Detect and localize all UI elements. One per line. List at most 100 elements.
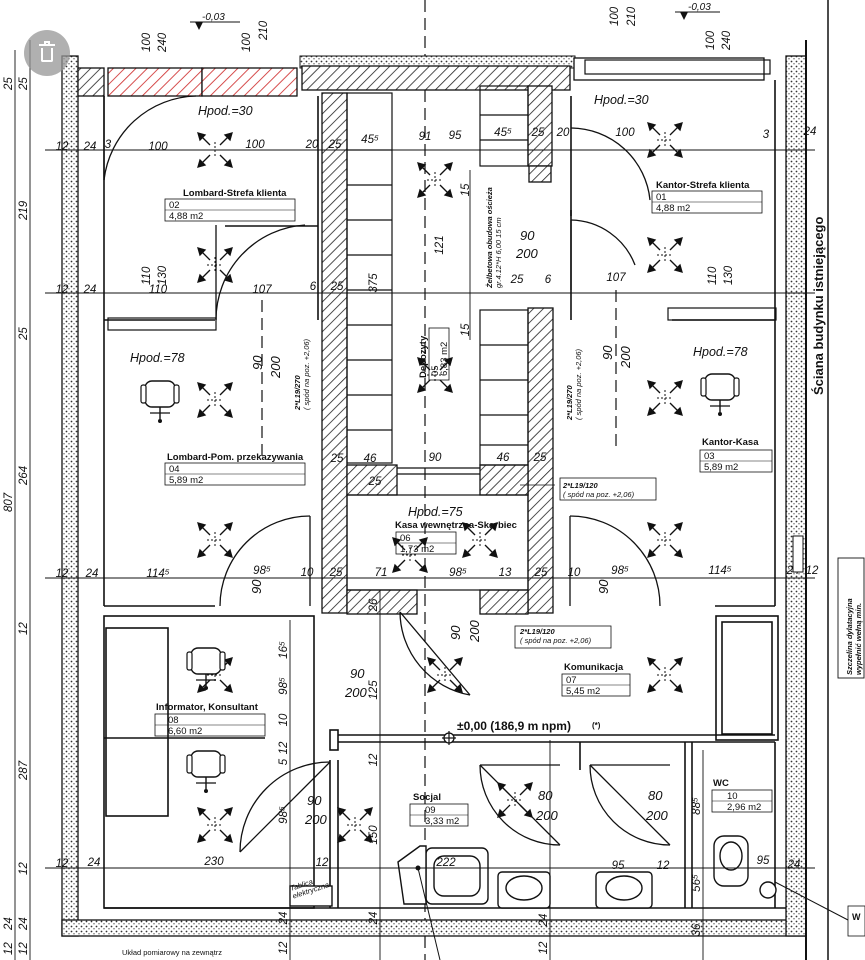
dim-label: 25 xyxy=(534,567,548,579)
dim-label: 24 xyxy=(787,859,801,871)
vdim-label: 15 xyxy=(460,323,472,336)
dimension-lines xyxy=(14,40,815,960)
hatched-walls xyxy=(77,57,765,615)
dim-label: 12 xyxy=(806,565,819,577)
room-07-name: Komunikacja xyxy=(564,662,624,673)
vdim-label: 125 xyxy=(368,680,380,700)
room-09-area: 3,33 m2 xyxy=(425,816,459,827)
dim-label: 12 xyxy=(56,141,69,153)
lintel-3-type: 2*L19/120 xyxy=(562,481,598,490)
door-9-w: 80 xyxy=(538,788,553,803)
lintel-notes: 2*L19/270 ( spód na poz. +2,06) 2*L19/27… xyxy=(293,338,657,649)
win-1-w: 100 xyxy=(141,32,153,52)
vdim-label: 12 xyxy=(278,941,290,954)
trash-icon[interactable] xyxy=(24,30,70,76)
door-dims: 90 200 90 200 90 200 90 90 90 200 90 200… xyxy=(249,228,668,827)
room-07-num: 07 xyxy=(566,675,577,686)
room-01-name: Kantor-Strefa klienta xyxy=(656,180,750,191)
dim-label: 3 xyxy=(105,139,112,151)
dim-label: 25 xyxy=(330,281,344,293)
door-6-h: 200 xyxy=(467,620,482,643)
room-08-num: 08 xyxy=(168,715,179,726)
left-dims: 25 219 25 264 287 12 12 12 24 24 12 25 8… xyxy=(3,77,30,955)
lintel-2-sub: ( spód na poz. +2,06) xyxy=(574,348,583,420)
dim-label: 110 xyxy=(149,284,168,296)
lintel-3-sub: ( spód na poz. +2,06) xyxy=(563,490,635,499)
partitions xyxy=(103,80,786,909)
vdim-label: 12 xyxy=(368,753,380,766)
vdim-label: 150 xyxy=(368,825,380,845)
vdim-label: 24 xyxy=(278,912,290,926)
left-dim-25a: 25 xyxy=(18,77,30,91)
door-1-w: 90 xyxy=(250,355,265,370)
vdim-label: 24 xyxy=(368,912,380,926)
room-10-area: 2,96 m2 xyxy=(727,802,761,813)
door-7-h: 200 xyxy=(344,685,367,700)
dim-label: 24 xyxy=(85,568,99,580)
dim-label: 71 xyxy=(375,567,388,579)
room-06-num: 06 xyxy=(400,533,411,544)
dim-label: 24 xyxy=(87,857,101,869)
dim-label: 98⁵ xyxy=(449,567,467,579)
door-6-w: 90 xyxy=(448,625,463,640)
win-1-t: 210 xyxy=(258,20,270,41)
dim-label: 25 xyxy=(533,452,547,464)
door-10-w: 80 xyxy=(648,788,663,803)
left-dim-264: 264 xyxy=(18,466,30,486)
left-dim-25b: 25 xyxy=(18,327,30,341)
vdim-label: 98⁵ xyxy=(278,677,290,695)
win-1-h: 240 xyxy=(157,32,169,53)
vdim-label: 5 xyxy=(278,758,290,765)
room-05-area: 6,83 m2 xyxy=(439,342,450,376)
win-3-h: 130 xyxy=(157,265,169,285)
door-5-w: 90 xyxy=(596,579,611,594)
vdim-label: 16⁵ xyxy=(278,641,290,659)
dim-label: 46 xyxy=(497,452,510,464)
windows xyxy=(107,59,777,331)
dim-label: 98⁵ xyxy=(253,565,271,577)
level-mark-note: (*) xyxy=(592,721,601,730)
dilatation-line-1: Szczelina dylatacyjna xyxy=(845,598,854,675)
slot-note-2: gr.4.12*H 6,00 15 cm xyxy=(494,217,503,288)
shelving xyxy=(346,85,529,591)
dim-label: 100 xyxy=(148,141,168,153)
height-label-5: Hpod.=75 xyxy=(408,505,463,519)
vdim-label: 10 xyxy=(278,713,290,726)
dim-label: 24 xyxy=(83,284,97,296)
height-label-2: Hpod.=30 xyxy=(594,93,649,107)
room-10-name: WC xyxy=(713,778,729,789)
room-03-area: 5,89 m2 xyxy=(704,462,738,473)
door-2-h: 200 xyxy=(618,346,633,369)
dim-label: 25 xyxy=(531,127,545,139)
trash-icon-lid-handle xyxy=(44,41,50,44)
room-08-name: Informator, Konsultant xyxy=(156,702,259,713)
win-1b-w: 100 xyxy=(241,32,253,52)
footnote-text: Układ pomiarowy na zewnątrz xyxy=(122,948,222,957)
dim-label: 230 xyxy=(203,856,224,868)
dim-label: 10 xyxy=(568,567,581,579)
dim-label: 25 xyxy=(330,453,344,465)
dim-label: 3 xyxy=(763,129,770,141)
room-04-name: Lombard-Pom. przekazywania xyxy=(167,452,304,463)
vdim-label: 375 xyxy=(368,273,380,293)
level-top-right: -0,03 xyxy=(688,2,711,13)
level-mark-text: ±0,00 (186,9 m npm) xyxy=(457,719,571,733)
left-dim-12b: 12 xyxy=(18,862,30,875)
room-09-name: Socjal xyxy=(413,792,441,803)
vdim-label: 12 xyxy=(278,741,290,754)
dim-label: 13 xyxy=(499,567,512,579)
dim-label: 107 xyxy=(606,272,626,284)
room-01-area: 4,88 m2 xyxy=(656,203,690,214)
window-dims: 100 240 100 210 100 210 100 240 110 130 … xyxy=(141,6,735,285)
left-dim-24b: 24 xyxy=(3,917,15,931)
dim-label: 12 xyxy=(657,860,670,872)
room-02-name: Lombard-Strefa klienta xyxy=(183,188,287,199)
room-04-num: 04 xyxy=(169,464,180,475)
room-01-num: 01 xyxy=(656,192,667,203)
vdim-label: 121 xyxy=(434,235,446,254)
axis-lines xyxy=(261,0,617,960)
room-09-num: 09 xyxy=(425,805,436,816)
dim-label: 100 xyxy=(615,127,635,139)
dim-label: 91 xyxy=(419,131,432,143)
